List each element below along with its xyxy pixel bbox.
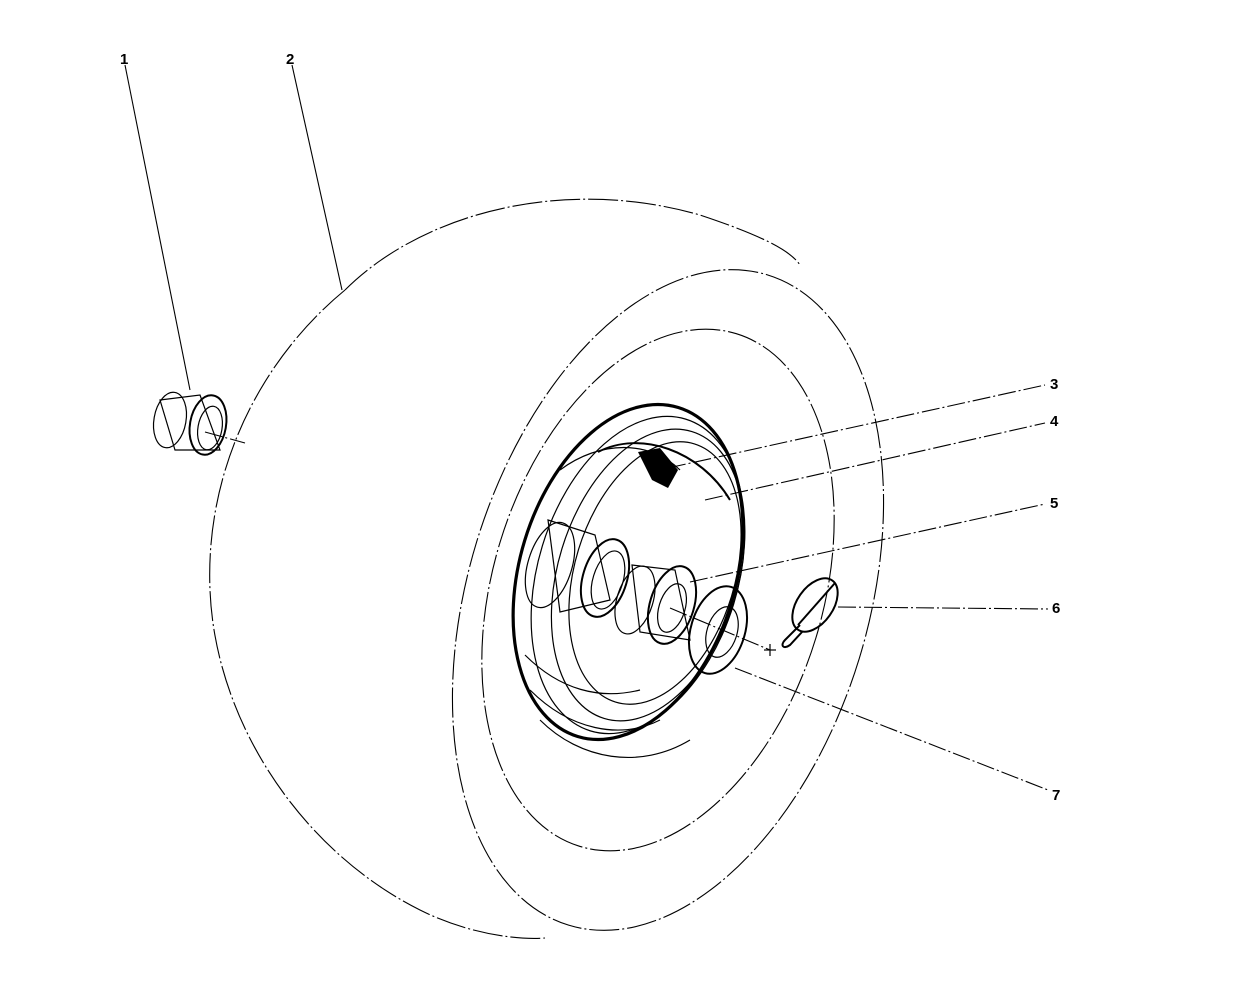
callout-3: 3 xyxy=(1050,376,1059,393)
hub xyxy=(524,519,631,618)
leader-3 xyxy=(667,384,1046,469)
callout-6: 6 xyxy=(1052,600,1061,617)
leader-6 xyxy=(837,606,1049,610)
hairpin-cotter-pin xyxy=(781,577,839,649)
wheel-rim xyxy=(511,402,746,758)
bushing-front xyxy=(614,564,698,645)
valve-stem xyxy=(638,448,678,488)
leader-4 xyxy=(704,422,1046,501)
leader-5 xyxy=(689,503,1046,583)
callout-4: 4 xyxy=(1050,413,1059,430)
callout-1: 1 xyxy=(120,51,129,68)
leader-7 xyxy=(734,667,1049,791)
leader-1 xyxy=(124,64,191,391)
callout-5: 5 xyxy=(1050,495,1059,512)
leader-2 xyxy=(291,64,343,291)
bushing-rear xyxy=(152,391,246,456)
flat-washer xyxy=(688,585,748,675)
callout-2: 2 xyxy=(286,51,295,68)
tire xyxy=(209,198,885,939)
callout-7: 7 xyxy=(1052,787,1061,804)
